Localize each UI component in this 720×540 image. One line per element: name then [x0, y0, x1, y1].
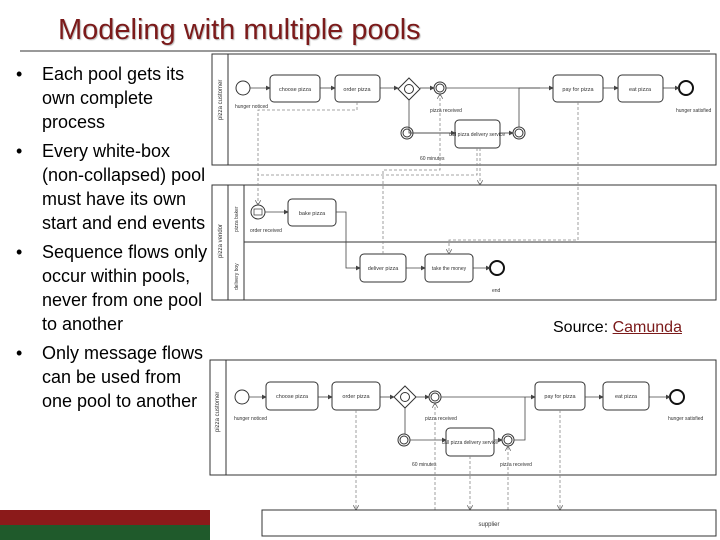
task-label: deliver pizza	[368, 266, 400, 272]
bullet-item: • Every white-box (non-collapsed) pool mu…	[16, 139, 216, 235]
bottom-task-eat-pizza: eat pizza	[602, 381, 650, 411]
task-label: eat pizza	[629, 87, 652, 93]
bullet-item: • Each pool gets its own complete process	[16, 62, 216, 134]
event-label: pizza received	[430, 108, 462, 114]
event-label: 60 minutes	[420, 156, 445, 162]
bullet-list: • Each pool gets its own complete process…	[16, 62, 216, 418]
task-eat-pizza: eat pizza	[617, 74, 664, 103]
task-label: eat pizza	[615, 394, 638, 400]
task-label: pay for pizza	[562, 87, 594, 93]
title-divider	[20, 50, 710, 52]
event-label: end	[492, 288, 501, 294]
lane-label: delivery boy	[234, 263, 240, 290]
event-label: hunger satisfied	[668, 416, 704, 422]
task-pay-for-pizza: pay for pizza	[552, 74, 604, 103]
task-order-pizza: order pizza	[334, 74, 381, 103]
task-label: pay for pizza	[544, 394, 576, 400]
bullet-text: Sequence flows only occur within pools, …	[42, 242, 208, 334]
bottom-message-flows	[356, 403, 560, 510]
task-label: order pizza	[342, 394, 370, 400]
second-pizza-received-event	[512, 126, 526, 140]
event-label: hunger noticed	[235, 104, 268, 110]
bottom-sequence-flows	[249, 394, 671, 443]
task-deliver-pizza: deliver pizza	[359, 253, 407, 283]
bullet-dot-icon: •	[16, 242, 23, 262]
event-label: 60 minutes	[412, 462, 437, 468]
task-label: bake pizza	[299, 211, 326, 217]
slide-title: Modeling with multiple pools	[58, 14, 421, 46]
bullet-text: Each pool gets its own complete process	[42, 64, 185, 132]
bullet-item: • Sequence flows only occur within pools,…	[16, 240, 216, 336]
task-label: order pizza	[343, 87, 371, 93]
bullet-text: Only message flows can be used from one …	[42, 343, 204, 411]
task-take-the-money: take the money	[424, 253, 474, 283]
bottom-customer-pool: pizza customer	[209, 359, 717, 476]
lane-label: pizza baker	[234, 206, 240, 232]
pool-label: pizza customer	[215, 392, 221, 432]
top-message-flows	[258, 94, 579, 254]
event-label: hunger satisfied	[676, 108, 712, 114]
task-choose-pizza: choose pizza	[269, 74, 321, 103]
bottom-task-pay-for-pizza: pay for pizza	[534, 381, 586, 411]
task-label: call pizza delivery service	[449, 132, 506, 138]
task-call-pizza-delivery: call pizza delivery service	[449, 119, 506, 149]
event-label: pizza received	[500, 462, 532, 468]
bullet-text: Every white-box (non-collapsed) pool mus…	[42, 141, 206, 233]
bottom-task-choose-pizza: choose pizza	[265, 381, 319, 411]
task-bake-pizza: bake pizza	[287, 198, 337, 227]
supplier-collapsed-pool: supplier	[261, 509, 717, 537]
source-link[interactable]: Camunda	[612, 319, 682, 336]
bottom-task-call-pizza-delivery: call pizza delivery service	[442, 427, 499, 457]
event-label: pizza received	[425, 416, 457, 422]
footer-band	[0, 510, 210, 540]
task-label: take the money	[432, 266, 467, 272]
top-customer-sequence-flows	[250, 85, 680, 136]
source-label: Source:	[553, 319, 613, 336]
bullet-dot-icon: •	[16, 64, 23, 84]
pool-label: supplier	[478, 522, 499, 528]
task-label: call pizza delivery service	[442, 440, 499, 446]
source-citation: Source: Camunda	[553, 319, 682, 337]
task-label: choose pizza	[279, 87, 312, 93]
bottom-second-pizza-received-event: pizza received	[500, 433, 532, 468]
vendor-end-event: end	[489, 260, 505, 294]
task-label: choose pizza	[276, 394, 309, 400]
event-label: hunger noticed	[234, 416, 267, 422]
bullet-dot-icon: •	[16, 141, 23, 161]
bullet-item: • Only message flows can be used from one…	[16, 341, 216, 413]
pool-label: pizza vendor	[218, 224, 224, 258]
top-vendor-sequence-flows	[265, 209, 491, 271]
event-label: order received	[250, 228, 282, 234]
hunger-satisfied-end-event: hunger satisfied	[676, 80, 712, 114]
pool-label: pizza customer	[218, 80, 224, 120]
bottom-task-order-pizza: order pizza	[331, 381, 381, 411]
bullet-dot-icon: •	[16, 343, 23, 363]
